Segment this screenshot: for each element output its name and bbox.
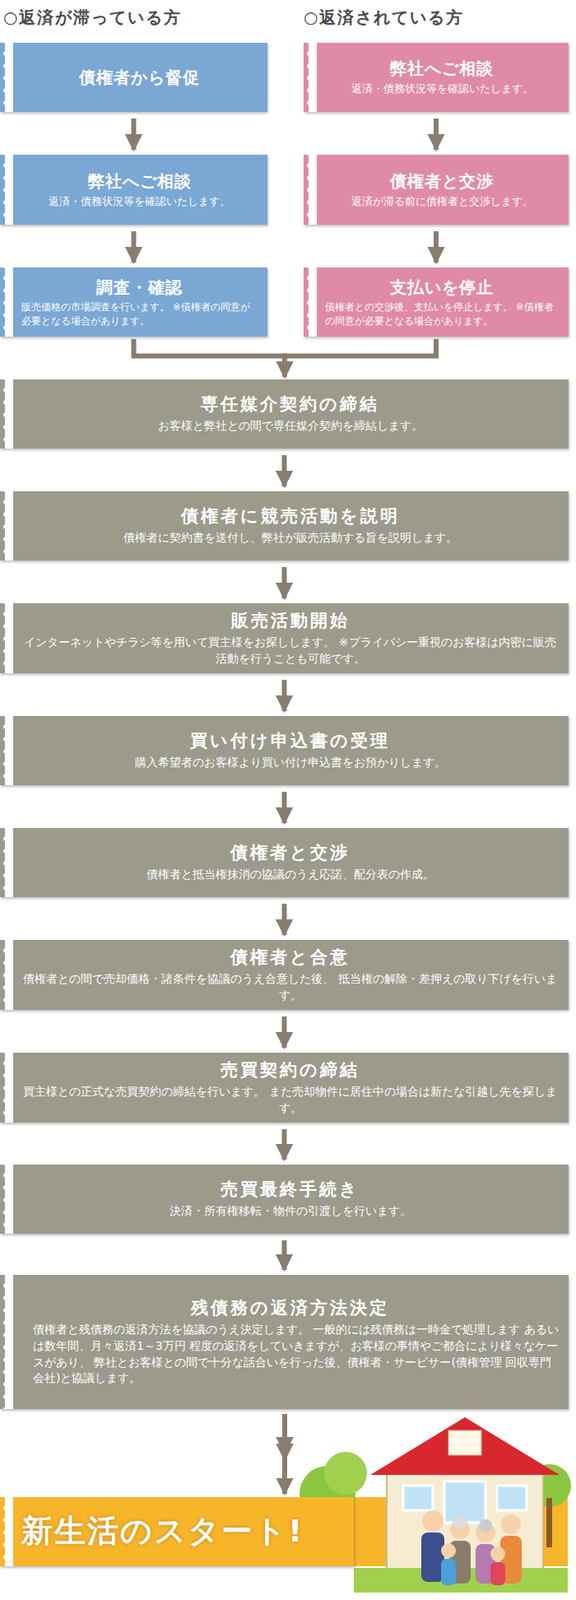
- step-description: 債権者と抵当権抹消の協議のうえ応諾、配分表の作成。: [21, 866, 559, 883]
- step-title: 専任媒介契約の締結: [21, 393, 559, 416]
- step-title: 債権者から督促: [21, 66, 258, 89]
- flow-arrow: [282, 1240, 288, 1270]
- flow-arrow: [282, 1128, 288, 1160]
- process-box: 債権者と合意債権者との間で売却価格・諸条件を協議のうえ合意した後、 抵当権の解除…: [0, 939, 569, 1010]
- step-title: 支払いを停止: [325, 276, 559, 298]
- process-box: 専任媒介契約の締結お客様と弊社との間で専任媒介契約を締結します。: [0, 379, 569, 449]
- flow-arrow: [282, 566, 288, 599]
- flow-arrow: [282, 791, 288, 823]
- flow-arrow: [131, 231, 137, 263]
- process-box: 支払いを停止債権者との交渉後、支払いを停止します。 ※債権者の同意が必要となる場…: [303, 267, 569, 337]
- step-title: 債権者と交渉: [325, 170, 559, 192]
- process-box: 債権者に競売活動を説明債権者に契約書を送付し、弊社が販売活動する旨を説明します。: [0, 491, 569, 561]
- step-description: 債権者との交渉後、支払いを停止します。 ※債権者の同意が必要となる場合があります…: [325, 300, 559, 329]
- step-description: 買主様との正式な売買契約の締結を行います。 また売却物件に居住中の場合は新たな引…: [21, 1083, 559, 1116]
- flow-arrow: [282, 903, 288, 935]
- column-heading: ○返済が滞っている方: [3, 6, 182, 29]
- step-description: 購入希望者のお客様より買い付け申込書をお預かりします。: [21, 754, 559, 772]
- process-box: 買い付け申込書の受理購入希望者のお客様より買い付け申込書をお預かりします。: [0, 715, 569, 786]
- flow-arrow: [433, 118, 439, 150]
- step-title: 調査・確認: [21, 276, 258, 298]
- step-description: お客様と弊社との間で専任媒介契約を締結します。: [21, 418, 559, 435]
- process-box: 調査・確認販売価格の市場調査を行います。 ※債権者の同意が必要となる場合がありま…: [0, 267, 268, 337]
- flow-arrow: [134, 339, 286, 377]
- step-description: 返済・債務状況等を確認いたします。: [325, 81, 559, 97]
- flow-arrow: [282, 679, 288, 711]
- process-box: 売買契約の締結買主様との正式な売買契約の締結を行います。 また売却物件に居住中の…: [0, 1052, 569, 1123]
- step-title: 弊社へご相談: [325, 57, 559, 79]
- step-description: インターネットやチラシ等を用いて買主様をお探しします。 ※プライバシー重視のお客…: [21, 634, 559, 667]
- process-box: 販売活動開始インターネットやチラシ等を用いて買主様をお探しします。 ※プライバシ…: [0, 603, 569, 674]
- process-box: 弊社へご相談返済・債務状況等を確認いたします。: [0, 154, 268, 225]
- step-description: 返済・債務状況等を確認いたします。: [21, 194, 258, 210]
- step-title: 買い付け申込書の受理: [21, 729, 559, 753]
- step-title: 債権者と合意: [21, 946, 559, 969]
- step-title: 債権者に競売活動を説明: [21, 505, 559, 528]
- step-title: 残債務の返済方法決定: [21, 1296, 559, 1320]
- flow-arrow: [282, 1413, 288, 1494]
- process-box: 売買最終手続き決済・所有権移転・物件の引渡しを行います。: [0, 1164, 569, 1234]
- step-description: 販売価格の市場調査を行います。 ※債権者の同意が必要となる場合があります。: [21, 300, 258, 329]
- step-title: 新生活のスタート!: [21, 1510, 344, 1552]
- step-description: 決済・所有権移転・物件の引渡しを行います。: [21, 1203, 559, 1220]
- step-title: 売買最終手続き: [21, 1178, 559, 1201]
- process-box: 債権者と交渉債権者と抵当権抹消の協議のうえ応諾、配分表の作成。: [0, 827, 569, 897]
- flow-arrow: [282, 455, 288, 487]
- step-description: 債権者との間で売却価格・諸条件を協議のうえ合意した後、 抵当権の解除・差押えの取…: [21, 970, 559, 1004]
- process-box: 残債務の返済方法決定債権者と残債務の返済方法を協議のうえ決定します。 一般的には…: [0, 1274, 569, 1409]
- step-description: 債権者に契約書を送付し、弊社が販売活動する旨を説明します。: [21, 529, 559, 547]
- step-title: 売買契約の締結: [21, 1059, 559, 1082]
- process-box: 債権者から督促: [0, 42, 268, 112]
- process-box: 債権者と交渉返済が滞る前に債権者と交渉します。: [303, 154, 569, 225]
- flow-arrow: [284, 339, 437, 377]
- flow-arrow: [282, 1016, 288, 1048]
- step-title: 販売活動開始: [21, 609, 559, 632]
- process-box: 弊社へご相談返済・債務状況等を確認いたします。: [303, 42, 569, 112]
- column-heading: ○返済されている方: [303, 6, 465, 29]
- step-description: 返済が滞る前に債権者と交渉します。: [325, 194, 559, 210]
- flow-arrow: [433, 231, 439, 263]
- goal-banner: 新生活のスタート!: [0, 1496, 354, 1566]
- family-illustration: [421, 1509, 522, 1585]
- step-title: 債権者と交渉: [21, 841, 559, 864]
- step-title: 弊社へご相談: [21, 170, 258, 192]
- step-description: 債権者と残債務の返済方法を協議のうえ決定します。 一般的には残債務は一時金で処理…: [21, 1321, 559, 1386]
- flow-arrow: [131, 118, 137, 150]
